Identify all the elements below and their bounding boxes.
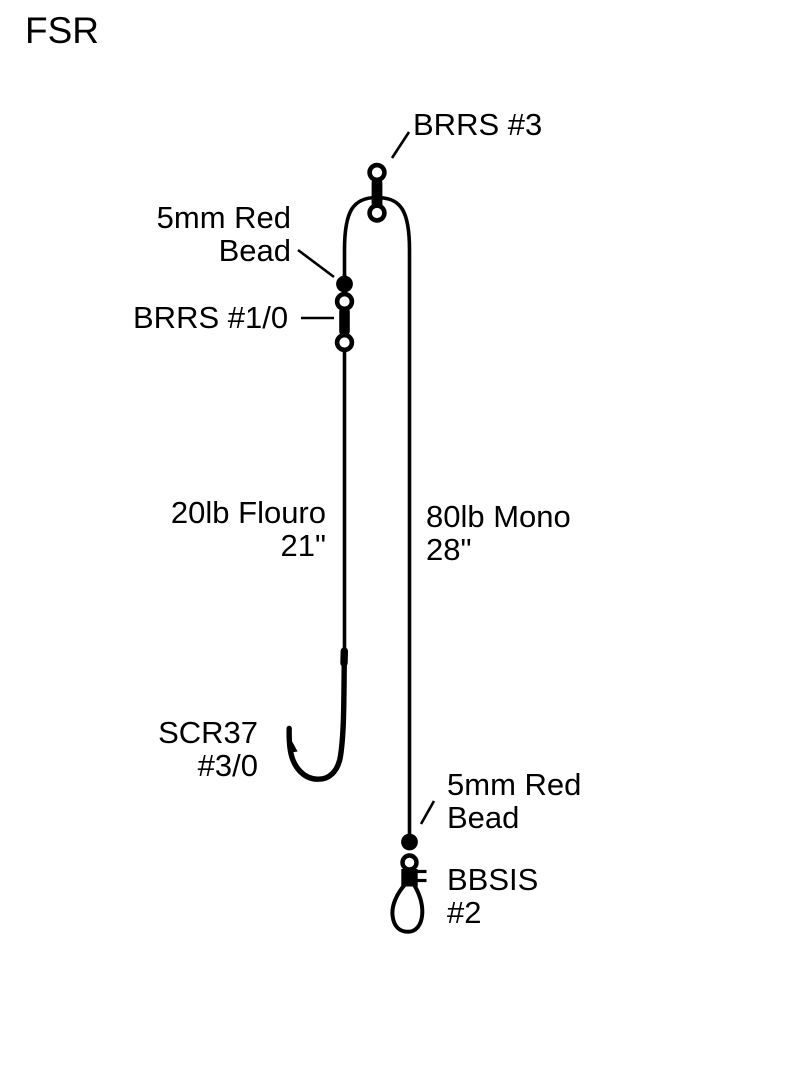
- snap-loop: [390, 882, 425, 934]
- pointer-line-top-swivel: [390, 131, 411, 159]
- hook-barb: [289, 736, 298, 753]
- label-upper-bead: 5mm Red Bead: [156, 200, 291, 268]
- swivel-barrel: [401, 869, 418, 887]
- label-top-swivel: BRRS #3: [413, 107, 543, 142]
- hook-shank-and-bend: [286, 654, 347, 782]
- top-barrel-swivel: [367, 162, 387, 223]
- swivel-barrel: [371, 179, 383, 208]
- label-right-line: 80lb Mono 28": [426, 499, 571, 567]
- swivel-ring: [334, 332, 355, 353]
- label-mid-swivel: BRRS #1/0: [133, 300, 289, 335]
- swivel-barrel: [339, 308, 350, 335]
- hook: [286, 647, 348, 782]
- label-left-line: 20lb Flouro 21": [170, 495, 326, 563]
- bead: [401, 833, 418, 851]
- swivel-ring: [334, 291, 355, 312]
- swivel-ring: [367, 162, 387, 183]
- swivel-ring: [400, 853, 419, 872]
- label-lower-bead: 5mm Red Bead: [447, 767, 582, 835]
- upper-bead-and-mid-swivel: [334, 275, 355, 353]
- pointer-line-upper-bead: [297, 248, 335, 279]
- lower-bead-and-snap-swivel: [390, 833, 427, 934]
- label-snap-swivel: BBSIS #2: [447, 862, 539, 930]
- bead: [336, 275, 353, 293]
- label-hook: SCR37 #3/0: [158, 715, 258, 783]
- main-line-arch-and-right: [342, 195, 412, 844]
- pointer-line-lower-bead: [419, 800, 436, 825]
- swivel-ring: [367, 203, 387, 223]
- diagram-title: FSR: [25, 10, 99, 51]
